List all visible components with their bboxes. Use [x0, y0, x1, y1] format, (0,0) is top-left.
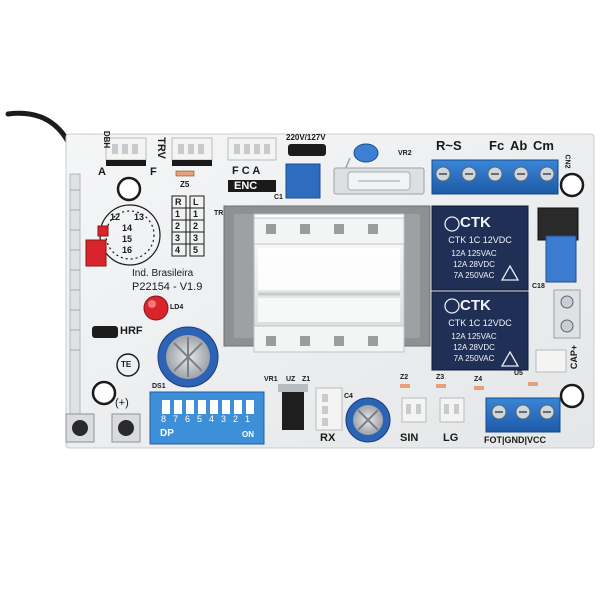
capacitor-c6	[157, 326, 219, 388]
relay-rating: 7A 250VAC	[453, 354, 495, 363]
grid-number: 2	[175, 221, 181, 231]
dip-number: 7	[173, 414, 179, 424]
label-f: F	[150, 166, 157, 178]
label-vr1: VR1	[264, 376, 278, 383]
relay-model: CTK 1C 12VDC	[448, 235, 512, 245]
hrf-jumper	[92, 326, 118, 338]
voltage-regulator	[278, 384, 308, 430]
dip-switch	[149, 391, 265, 445]
relay-brand: CTK	[460, 214, 491, 231]
connector-trv	[171, 137, 213, 166]
label-ld4: LD4	[170, 304, 184, 311]
label-fot-gnd-vcc: FOT|GND|VCC	[484, 435, 547, 445]
label-trv: TRV	[154, 137, 167, 159]
label-te: TE	[121, 360, 132, 369]
relay-rating: 12A 125VAC	[451, 332, 497, 341]
led-ld4	[143, 295, 169, 321]
relay-top	[431, 205, 529, 291]
connector-lg	[439, 397, 465, 423]
connector-enc	[227, 137, 277, 192]
dip-label-on: ON	[242, 430, 254, 439]
label-fca: F C A	[232, 165, 261, 177]
dip-label-dp: DP	[160, 428, 174, 439]
label-cap: CAP+	[569, 344, 580, 370]
label-tr: TR	[214, 210, 224, 217]
dip-number: 4	[209, 414, 215, 424]
label-cn2: CN2	[563, 154, 571, 169]
label-vr2: VR2	[398, 150, 412, 157]
relay-rating: 7A 250VAC	[453, 271, 495, 280]
grid-number: 4	[175, 245, 181, 255]
terminal-label-fc: Fc	[489, 138, 505, 153]
grid-number: 3	[193, 233, 199, 243]
grid-number: 3	[175, 233, 181, 243]
dip-number: 5	[197, 414, 203, 424]
grid-number: 1	[175, 209, 181, 219]
button-plus	[111, 413, 141, 443]
relay-bottom	[431, 291, 529, 371]
label-z5: Z5	[180, 180, 190, 189]
label-c18: C18	[532, 283, 545, 290]
dial-number: 15	[122, 234, 133, 244]
label-c1: C1	[274, 194, 283, 201]
label-uz: UZ	[286, 376, 296, 383]
dip-number: 2	[233, 414, 239, 424]
dial-number: 16	[122, 245, 133, 255]
relay-rating: 12A 28VDC	[453, 343, 495, 352]
grid-label-r: R	[175, 197, 182, 207]
dip-number: 6	[185, 414, 191, 424]
dial-number: 14	[122, 223, 133, 233]
mounting-holes	[91, 172, 585, 409]
label-z4: Z4	[474, 376, 483, 383]
relay-rating: 12A 125VAC	[451, 249, 497, 258]
voltage-jumper	[288, 144, 326, 156]
dip-number: 8	[161, 414, 167, 424]
label-a: A	[98, 166, 106, 178]
grid-number: 1	[193, 209, 199, 219]
label-voltage: 220V/127V	[286, 133, 326, 142]
label-dbh: DBH	[102, 130, 112, 149]
label-model: P22154 - V1.9	[132, 281, 203, 293]
dip-number: 3	[221, 414, 227, 424]
terminal-label-ab: Ab	[510, 138, 528, 153]
label-z1: Z1	[302, 376, 311, 383]
dip-number: 1	[245, 414, 251, 424]
connector-dbh	[105, 137, 147, 166]
capacitor-c4	[345, 397, 391, 443]
grid-label-l: L	[193, 197, 199, 207]
label-sin: SIN	[400, 432, 419, 444]
connector-rx	[315, 387, 343, 431]
label-c4: C4	[344, 393, 353, 400]
label-hrf: HRF	[120, 325, 143, 337]
button-te	[65, 413, 95, 443]
grid-number: 5	[193, 245, 199, 255]
label-plus: (+)	[115, 397, 129, 409]
label-ds1: DS1	[152, 383, 166, 390]
terminal-block-top	[431, 159, 559, 195]
dial-number: 13	[134, 212, 145, 222]
terminal-label-rs: R~S	[436, 138, 462, 153]
label-u5: U5	[514, 370, 523, 377]
label-rx: RX	[320, 432, 336, 444]
relay-brand: CTK	[460, 297, 491, 314]
terminal-block-bottom	[485, 397, 561, 433]
code-grid	[171, 195, 205, 257]
dial-number: 12	[110, 212, 121, 222]
small-terminal-right	[553, 289, 581, 339]
label-z2: Z2	[400, 374, 409, 381]
relay-model: CTK 1C 12VDC	[448, 318, 512, 328]
grid-number: 2	[193, 221, 199, 231]
x-capacitor	[285, 163, 321, 199]
label-made-in: Ind. Brasileira	[132, 268, 194, 279]
label-z3: Z3	[436, 374, 445, 381]
fuse	[333, 167, 425, 195]
label-enc: ENC	[234, 180, 258, 192]
terminal-label-cm: Cm	[533, 138, 554, 153]
relay-rating: 12A 28VDC	[453, 260, 495, 269]
transformer	[223, 205, 431, 353]
connector-sin	[401, 397, 427, 423]
label-lg: LG	[443, 432, 459, 444]
